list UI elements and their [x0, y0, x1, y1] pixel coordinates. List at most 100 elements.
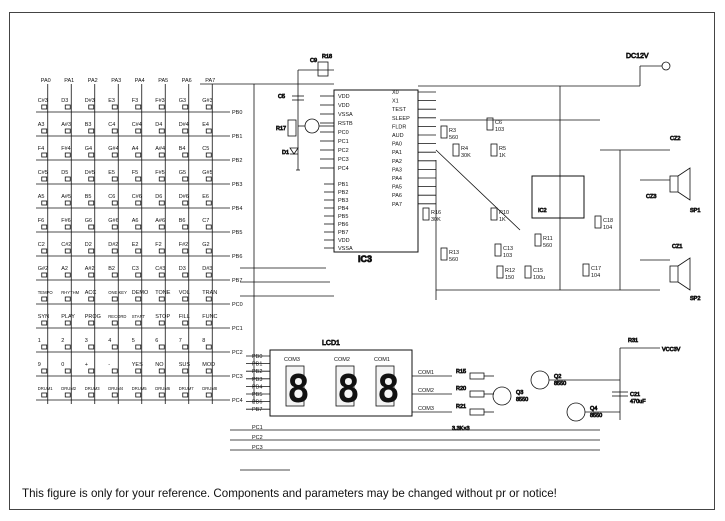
- keypad-switch: [41, 272, 48, 278]
- keypad-switch: [41, 320, 48, 326]
- keypad-switch: [111, 152, 118, 158]
- keypad-switch: [182, 392, 189, 398]
- component-body: [422, 207, 430, 221]
- keypad-switch: [205, 224, 212, 230]
- keypad-key-label: START: [132, 314, 146, 319]
- q2-part: 8550: [554, 381, 566, 387]
- keypad-switch: [182, 128, 189, 134]
- ic3-pin-label: PA1: [392, 150, 402, 156]
- keypad-key-label: 0: [61, 362, 64, 368]
- keypad-switch: [64, 368, 71, 374]
- speaker-2: SP2: [669, 257, 701, 302]
- cz3-label: CZ3: [646, 194, 656, 200]
- keypad-switch: [158, 128, 165, 134]
- keypad-switch: [41, 224, 48, 230]
- keypad-switch: [205, 200, 212, 206]
- keypad-switch: [205, 176, 212, 182]
- keypad-row-label: PC3: [232, 374, 243, 380]
- cz2-label: CZ2: [670, 136, 680, 142]
- keypad-switch: [205, 320, 212, 326]
- ic3-pin-label: PB7: [338, 230, 348, 236]
- keypad-key-label: C#5: [38, 170, 48, 176]
- component-ref: C6: [495, 120, 502, 126]
- keypad-switch: [64, 320, 71, 326]
- keypad-switch: [111, 128, 118, 134]
- q3-part: 8550: [516, 397, 528, 403]
- keypad-switch: [88, 128, 95, 134]
- keypad-key-label: E5: [108, 170, 115, 176]
- keypad-key-label: A#3: [61, 122, 71, 128]
- keypad-switch: [205, 152, 212, 158]
- keypad-switch: [135, 200, 142, 206]
- keypad-key-label: FUNC: [202, 314, 217, 320]
- keypad-switch: [111, 272, 118, 278]
- keypad-key-label: D6: [155, 194, 162, 200]
- keypad-key-label: 3: [85, 338, 88, 344]
- component-ref: C17: [591, 266, 601, 272]
- keypad-key-label: E6: [202, 194, 209, 200]
- keypad-key-label: TONE: [155, 290, 171, 296]
- keypad-switch: [182, 176, 189, 182]
- keypad-key-label: A6: [132, 218, 139, 224]
- ic3-pin-label: PC0: [338, 130, 349, 136]
- lcd-segment-input: PB6: [252, 400, 262, 406]
- keypad-key-label: SUS: [179, 362, 191, 368]
- keypad-switch: [64, 224, 71, 230]
- keypad-switch: [135, 368, 142, 374]
- component-ref: C13: [503, 246, 513, 252]
- ic3-pin-label: PA5: [392, 185, 402, 191]
- keypad-row-label: PC4: [232, 398, 243, 404]
- keypad-switch: [64, 272, 71, 278]
- component-ref: R11: [543, 236, 553, 242]
- ic2-label: IC2: [538, 208, 547, 214]
- keypad-switch: [88, 320, 95, 326]
- keypad-key-label: F5: [132, 170, 138, 176]
- keypad-key-label: DEMO: [132, 290, 149, 296]
- keypad-switch: [135, 248, 142, 254]
- keypad-key-label: B3: [85, 122, 92, 128]
- keypad-key-label: D#2: [108, 242, 118, 248]
- keypad-switch: [205, 296, 212, 302]
- component-value: 30K: [431, 217, 441, 223]
- keypad-switch: [64, 248, 71, 254]
- lcd-digit: 8: [287, 367, 310, 411]
- component-ref: R3: [449, 128, 456, 134]
- keypad-switch: [41, 368, 48, 374]
- ic3-right-pins: X0X1TESTSLEEPFLDRAUDPA0PA1PA2PA3PA4PA5PA…: [392, 90, 410, 208]
- component-value: 30K: [461, 153, 471, 159]
- keypad-key-label: DRUM4: [108, 386, 124, 391]
- keypad-key-label: G5: [179, 170, 186, 176]
- lcd-segment-input: PB2: [252, 369, 262, 375]
- keypad-key-label: 6: [155, 338, 158, 344]
- ic3-pin-label: PC4: [338, 166, 349, 172]
- lcd-pc-label: PC3: [252, 445, 263, 451]
- lcd-digit: 8: [377, 367, 400, 411]
- sp2-label: SP2: [690, 296, 700, 302]
- keypad-key-label: C#3: [155, 266, 165, 272]
- lcd-com-label: COM1: [374, 357, 390, 363]
- keypad-switch: [205, 248, 212, 254]
- ic3-pin-label: PB1: [338, 182, 348, 188]
- keypad-col-header: PA7: [205, 78, 215, 84]
- c5-label: C5: [278, 94, 285, 100]
- keypad-key-label: D4: [155, 122, 162, 128]
- q4-part: 8550: [590, 413, 602, 419]
- keypad-key-label: D5: [61, 170, 68, 176]
- ic3-pin-label: PA7: [392, 202, 402, 208]
- keypad-key-label: A#5: [61, 194, 71, 200]
- keypad-switch: [158, 368, 165, 374]
- keypad-key-label: SYN: [38, 314, 49, 320]
- keypad-key-label: C#4: [132, 122, 142, 128]
- keypad-switch: [135, 176, 142, 182]
- keypad-key-label: +: [85, 362, 88, 368]
- resistor-network-label: 3.3K×3: [452, 426, 470, 432]
- keypad-switch: [88, 296, 95, 302]
- keypad-key-label: C4: [108, 122, 115, 128]
- keypad-key-label: 1: [38, 338, 41, 344]
- keypad-col-header: PA2: [88, 78, 98, 84]
- keypad-switch: [111, 392, 118, 398]
